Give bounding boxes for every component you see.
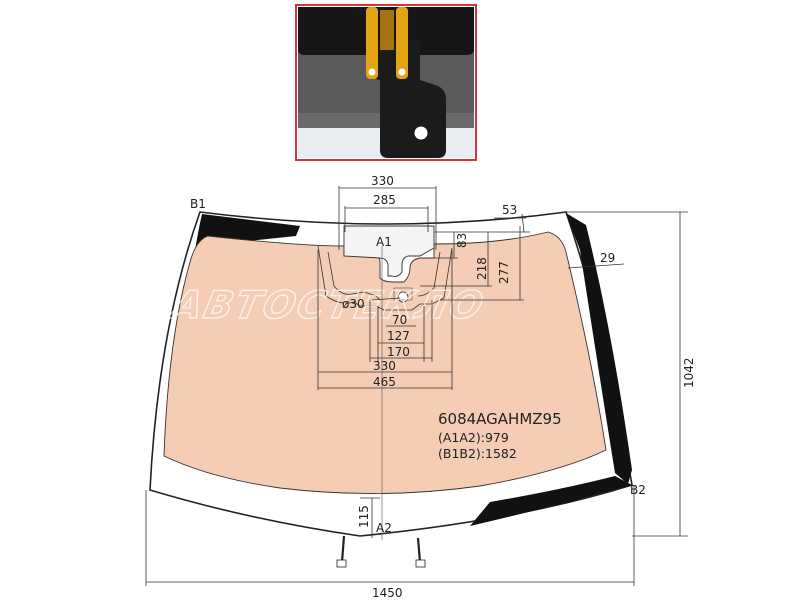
dim-170: 170 xyxy=(387,345,410,359)
dim-53: 53 xyxy=(502,203,517,217)
dim-127: 127 xyxy=(387,329,410,343)
glass-inner-area xyxy=(163,231,607,494)
mount-hole xyxy=(397,291,409,303)
mirror-bracket xyxy=(343,225,435,277)
dim-465: 465 xyxy=(373,375,396,389)
windshield xyxy=(149,211,633,568)
watermark: АВТОСТЕКЛО xyxy=(165,283,489,328)
dim-330: 330 xyxy=(373,359,396,373)
point-b2: B2 xyxy=(630,483,646,497)
spec-a1a2: (A1A2):979 xyxy=(438,430,509,445)
point-a2: A2 xyxy=(376,521,392,535)
bottom-clips xyxy=(336,535,426,568)
dim-115: 115 xyxy=(357,505,371,528)
part-code: 6084AGAHMZ95 xyxy=(438,410,562,428)
frit-right xyxy=(566,213,632,484)
dim-277: 277 xyxy=(497,261,511,284)
frit-left xyxy=(192,214,300,272)
dim-29: 29 xyxy=(600,251,615,265)
inset-detail xyxy=(295,4,477,161)
dim-hole-diameter: ø30 xyxy=(342,297,365,311)
spec-b1b2: (B1B2):1582 xyxy=(438,446,517,461)
dim-top-285: 285 xyxy=(373,193,396,207)
frit-bottom-right xyxy=(470,476,632,526)
dim-1042: 1042 xyxy=(682,357,696,388)
dim-83: 83 xyxy=(455,233,469,248)
dim-70: 70 xyxy=(392,313,407,327)
dimension-lines xyxy=(145,186,688,586)
dim-top-330: 330 xyxy=(371,174,394,188)
point-a1: A1 xyxy=(376,235,392,249)
dim-1450: 1450 xyxy=(372,586,403,600)
dim-218: 218 xyxy=(475,257,489,280)
point-b1: B1 xyxy=(190,197,206,211)
